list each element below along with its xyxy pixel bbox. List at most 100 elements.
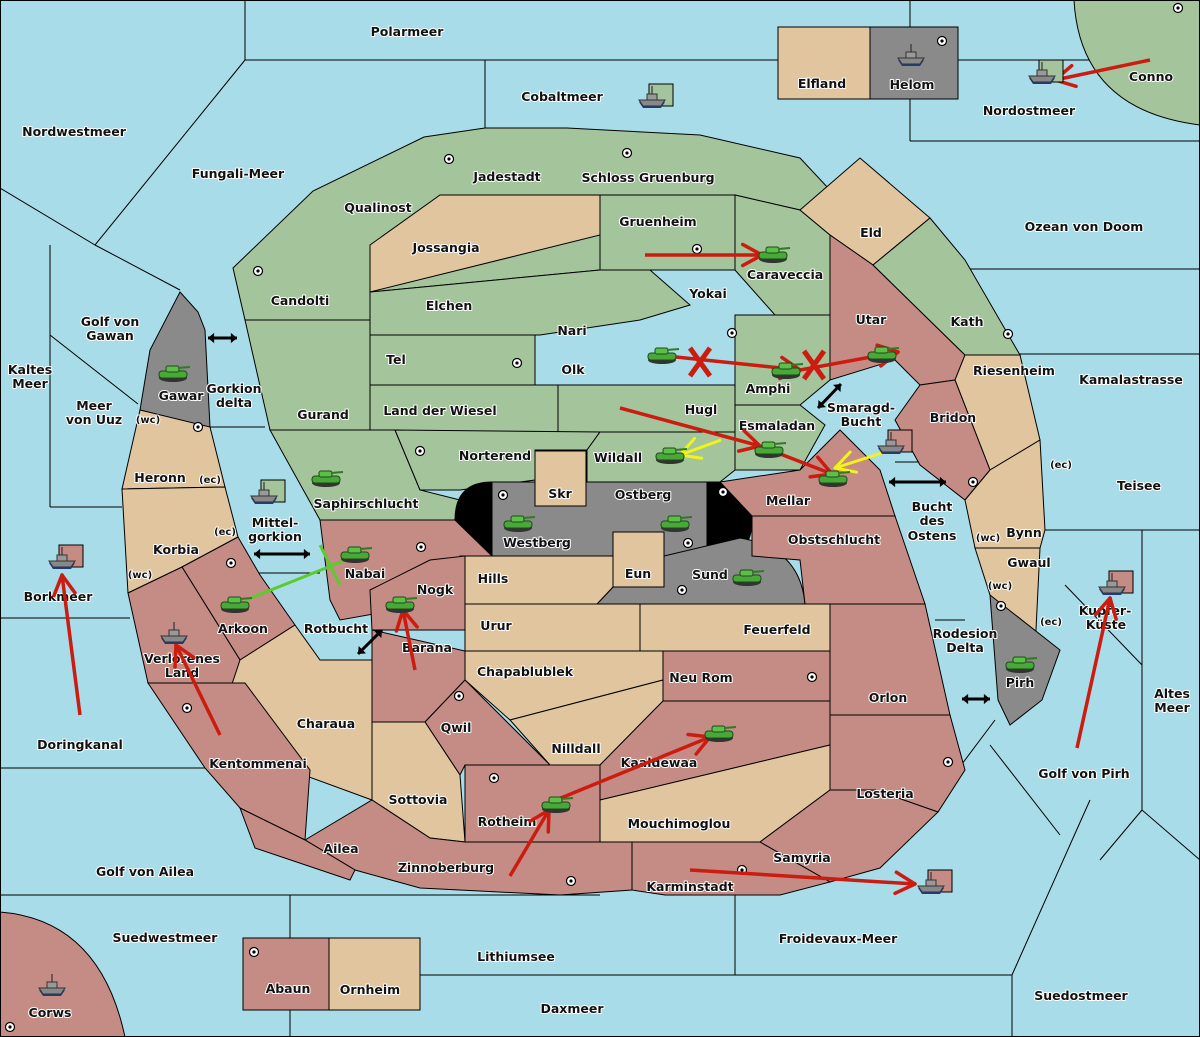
supply-center-icon [453, 690, 465, 702]
territory-label: Ostberg [615, 487, 672, 502]
supply-center-icon [4, 1021, 16, 1033]
territory-skr[interactable] [534, 450, 587, 507]
territory-ornheim[interactable] [328, 937, 421, 1011]
sea-label: Golf von Pirh [1038, 766, 1129, 781]
supply-center-icon [181, 702, 193, 714]
adjacency-double-arrow-icon [208, 332, 237, 344]
territory-label: Qwil [441, 720, 472, 735]
fleet-ship-icon[interactable] [160, 622, 188, 644]
fleet-ship-icon[interactable] [897, 44, 925, 66]
supply-center-icon [936, 35, 948, 47]
territory-label: Barana [402, 640, 452, 655]
fleet-ship-icon[interactable] [1098, 570, 1134, 595]
sea-label: Froidevaux-Meer [779, 931, 898, 946]
coast-tag: (wc) [136, 415, 160, 426]
supply-center-icon [942, 756, 954, 768]
coast-tag: (ec) [1050, 460, 1072, 471]
territory-label: Tel [386, 352, 406, 367]
supply-center-icon [443, 153, 455, 165]
army-tank-icon[interactable] [158, 365, 191, 382]
labels-layer: PolarmeerCobaltmeerNordwestmeerFungali-M… [7, 23, 1192, 1021]
sea-label: Golf von [81, 314, 140, 329]
supply-center-icon [565, 875, 577, 887]
territory-label: Samyria [773, 850, 831, 865]
territory-zinnoberburg[interactable] [304, 799, 633, 896]
territory-label: Losteria [856, 786, 913, 801]
sea-label: Altes [1154, 686, 1190, 701]
fleet-ship-icon[interactable] [1028, 59, 1064, 84]
territory-label: Rotheim [478, 814, 537, 829]
fleet-ship-icon[interactable] [917, 869, 953, 894]
army-tank-icon[interactable] [655, 447, 688, 464]
supply-center-icon [967, 476, 979, 488]
territory-label: Land [165, 665, 199, 680]
territory-label: Eld [860, 225, 882, 240]
supply-center-icon [1172, 2, 1184, 14]
territory-label: Amphi [746, 381, 791, 396]
sea-label: Bucht [841, 414, 882, 429]
sea-label: Lithiumsee [477, 949, 555, 964]
sea-label: Teisee [1117, 478, 1161, 493]
territory-label: Ornheim [340, 982, 400, 997]
army-tank-icon[interactable] [867, 346, 900, 363]
coast-tag: (wc) [988, 581, 1012, 592]
fleet-ship-icon[interactable] [38, 974, 66, 996]
territory-kath[interactable] [872, 217, 1021, 356]
fleet-ship-icon[interactable] [877, 429, 913, 454]
supply-center-icon [415, 541, 427, 553]
army-tank-icon[interactable] [771, 362, 804, 379]
move-order-arrow [394, 608, 419, 671]
army-tank-icon[interactable] [754, 441, 787, 458]
fleet-ship-icon[interactable] [638, 83, 674, 108]
supply-center-icon [682, 537, 694, 549]
army-tank-icon[interactable] [732, 569, 765, 586]
supply-center-icon [995, 600, 1007, 612]
sea-label: Fungali-Meer [192, 166, 285, 181]
territory-label: Gurand [297, 407, 349, 422]
army-tank-icon[interactable] [541, 796, 574, 813]
army-tank-icon[interactable] [818, 470, 851, 487]
sea-label: Polarmeer [371, 24, 445, 39]
support-order-arrow [833, 450, 886, 474]
army-tank-icon[interactable] [340, 546, 373, 563]
territory-rotheim[interactable] [464, 764, 601, 843]
territory-label: Caraveccia [747, 267, 823, 282]
army-tank-icon[interactable] [503, 515, 536, 532]
territory-label: Korbia [153, 542, 199, 557]
move-order-arrow [1075, 596, 1118, 749]
army-tank-icon[interactable] [220, 596, 253, 613]
territory-eun[interactable] [612, 531, 665, 588]
territory-corws[interactable] [0, 911, 126, 1037]
army-tank-icon[interactable] [758, 246, 791, 263]
army-tank-icon[interactable] [660, 515, 693, 532]
army-tank-icon[interactable] [385, 596, 418, 613]
territory-label: Wildall [594, 450, 642, 465]
territory-label: Conno [1129, 69, 1174, 84]
army-tank-icon[interactable] [1005, 656, 1038, 673]
supply-center-icon [621, 147, 633, 159]
territory-label: Chapablublek [477, 664, 574, 679]
supply-center-icon [225, 557, 237, 569]
fleet-ship-icon[interactable] [48, 544, 84, 569]
sea-label: Meer [1154, 700, 1190, 715]
army-tank-icon[interactable] [647, 347, 680, 364]
territory-gruenheim[interactable] [599, 194, 736, 271]
territory-label: Charaua [297, 716, 355, 731]
territory-label: Sund [692, 567, 728, 582]
sea-label: Smaragd- [827, 400, 895, 415]
sea-label: Mittel- [252, 515, 299, 530]
sea-label: Suedostmeer [1034, 988, 1128, 1003]
fleet-ship-icon[interactable] [250, 479, 286, 504]
territory-ailea[interactable] [239, 806, 356, 881]
army-tank-icon[interactable] [704, 725, 737, 742]
supply-center-icon [192, 421, 204, 433]
sea-label: Ozean von Doom [1025, 219, 1144, 234]
supply-center-icon [511, 357, 523, 369]
supply-center-icon [497, 489, 509, 501]
move-order-arrow [52, 573, 82, 716]
adjacency-double-arrow-icon [816, 382, 843, 410]
territory-label: Obstschlucht [788, 532, 880, 547]
army-tank-icon[interactable] [311, 470, 344, 487]
sea-label: Doringkanal [37, 737, 123, 752]
territory-label: Nabai [345, 566, 386, 581]
